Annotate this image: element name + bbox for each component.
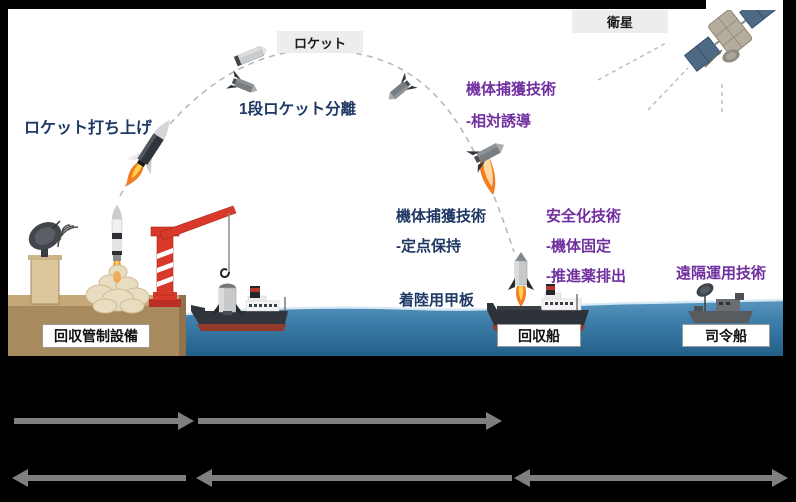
label-landing-deck: 着陸用甲板 (399, 292, 475, 309)
timeline-arrow-4 (196, 469, 512, 487)
satellite-link-lines (597, 41, 723, 112)
scene-illustration (8, 9, 783, 356)
diagram-canvas (8, 9, 783, 356)
tag-satellite: 衛星 (572, 10, 668, 33)
tech-capture-sea: 機体捕獲技術 -定点保持 (396, 205, 486, 265)
box-command-ship: 司令船 (682, 324, 770, 347)
tech-safing-item1: -機体固定 (546, 238, 611, 255)
dish-antenna-icon (28, 220, 79, 305)
timeline-arrow-3 (12, 469, 186, 487)
tag-rocket: ロケット (277, 31, 363, 53)
timeline-band (12, 412, 788, 487)
separated-stage-icon (226, 70, 262, 100)
smoke-cloud (85, 264, 150, 314)
tech-safing-title: 安全化技術 (546, 208, 622, 225)
crane-icon (149, 205, 237, 307)
tech-capture-air: 機体捕獲技術 -相対誘導 (466, 78, 556, 140)
tech-capture-sea-item: -定点保持 (396, 238, 461, 255)
tech-capture-sea-title: 機体捕獲技術 (396, 208, 487, 225)
label-rocket-launch: ロケット打ち上げ (24, 120, 153, 137)
timeline-arrow-5 (514, 469, 788, 487)
tech-safing: 安全化技術 -機体固定 -推進薬排出 (546, 205, 626, 295)
falling-stage-icon (382, 72, 418, 107)
timeline-arrow-1 (14, 412, 194, 430)
coasting-rocket-icon (233, 46, 267, 67)
timeline-arrow-2 (198, 412, 502, 430)
ascending-rocket-icon (126, 119, 170, 187)
trajectory-path (119, 48, 515, 253)
recovered-stage-icon (211, 283, 244, 315)
tech-safing-item2: -推進薬排出 (546, 268, 626, 285)
retro-burn-stage-icon (466, 134, 510, 195)
landing-rocket-icon (508, 252, 534, 307)
label-stage-separation: 1段ロケット分離 (239, 101, 357, 118)
satellite-image-background (706, 0, 783, 10)
tech-capture-air-item: -相対誘導 (466, 113, 531, 130)
command-ship-icon (688, 283, 753, 323)
satellite-icon (683, 9, 777, 72)
label-remote-ops: 遠隔運用技術 (676, 265, 767, 282)
box-ground-facility: 回収管制設備 (42, 324, 150, 348)
tech-capture-air-title: 機体捕獲技術 (466, 81, 557, 98)
box-recovery-ship: 回収船 (497, 324, 581, 347)
cargo-ship-icon (191, 286, 288, 331)
